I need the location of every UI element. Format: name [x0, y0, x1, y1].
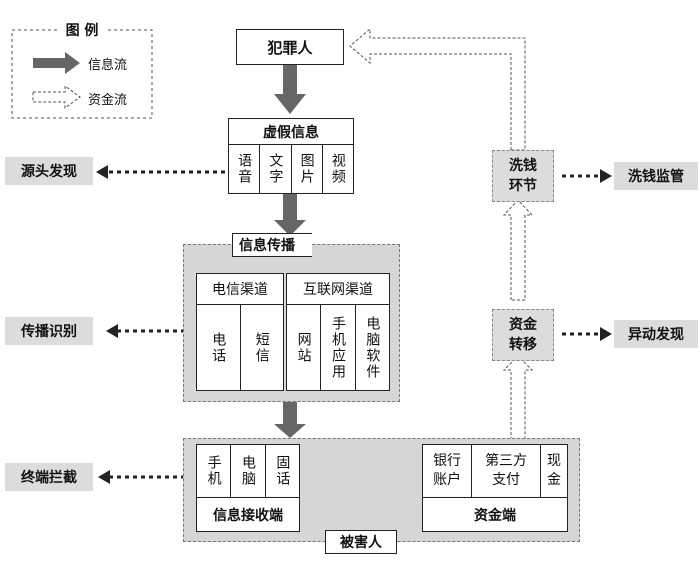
transmission-label: 信息传播	[232, 233, 312, 257]
internet-mobile-app: 手机应用	[321, 305, 356, 390]
funds-bank: 银行账户	[423, 445, 473, 497]
funds-box: 银行账户 第三方支付 现金 资金端	[422, 444, 568, 532]
arrowhead-source	[96, 165, 108, 179]
victim-box: 被害人	[325, 530, 397, 554]
internet-pc-software: 电脑软件	[364, 315, 381, 380]
arrow-criminal-to-info	[274, 64, 306, 114]
false-info-title: 虚假信息	[229, 119, 353, 145]
anomaly-detect-label: 异动发现	[614, 320, 698, 348]
telecom-title: 电信渠道	[197, 274, 283, 305]
arrowhead-laundering	[600, 169, 612, 183]
source-detect-label: 源头发现	[5, 157, 93, 185]
arrowhead-terminal	[98, 470, 110, 484]
telecom-phone: 电话	[197, 305, 241, 390]
legend-fund-arrow	[32, 85, 81, 109]
legend-frame	[11, 29, 153, 119]
internet-title: 互联网渠道	[287, 274, 389, 305]
false-info-box: 虚假信息 语音 文字 图片 视频	[228, 118, 354, 194]
criminal-box: 犯罪人	[236, 29, 344, 65]
info-type-image: 图片	[292, 145, 323, 193]
legend-fund-label: 资金流	[88, 93, 128, 108]
laundering-monitor-label: 洗钱监管	[614, 162, 698, 190]
receiver-computer: 电脑	[231, 445, 266, 497]
legend-info-arrow	[33, 52, 80, 74]
laundering-box: 洗钱环节	[492, 150, 554, 202]
arrow-transmission-to-receiver	[274, 402, 306, 438]
arrow-laundering-to-criminal	[349, 27, 526, 151]
legend-info-label: 信息流	[88, 58, 128, 73]
spread-identify-label: 传播识别	[5, 317, 93, 345]
info-type-video: 视频	[329, 153, 346, 185]
arrowhead-spread	[106, 324, 118, 338]
funds-third-party: 第三方支付	[472, 445, 541, 497]
info-type-text: 文字	[260, 145, 292, 193]
receiver-title: 信息接收端	[213, 507, 283, 524]
telecom-box: 电信渠道 电话 短信	[196, 273, 284, 391]
info-type-voice: 语音	[229, 145, 261, 193]
receiver-mobile: 手机	[197, 445, 232, 497]
internet-website: 网站	[287, 305, 322, 390]
receiver-box: 手机 电脑 固话 信息接收端	[196, 444, 300, 532]
fund-transfer-box: 资金转移	[492, 309, 554, 361]
arrowhead-transfer	[600, 327, 612, 341]
funds-cash: 现金	[547, 453, 561, 488]
terminal-intercept-label: 终端拦截	[5, 463, 93, 491]
arrow-transfer-to-laundering	[502, 199, 534, 301]
arrow-info-to-transmission	[274, 194, 306, 236]
telecom-sms: 短信	[253, 331, 270, 364]
legend-title: 图 例	[58, 20, 106, 40]
funds-title: 资金端	[474, 507, 516, 524]
arrow-funds-to-transfer	[502, 355, 534, 441]
internet-box: 互联网渠道 网站 手机应用 电脑软件	[286, 273, 390, 391]
receiver-landline: 固话	[274, 455, 291, 487]
